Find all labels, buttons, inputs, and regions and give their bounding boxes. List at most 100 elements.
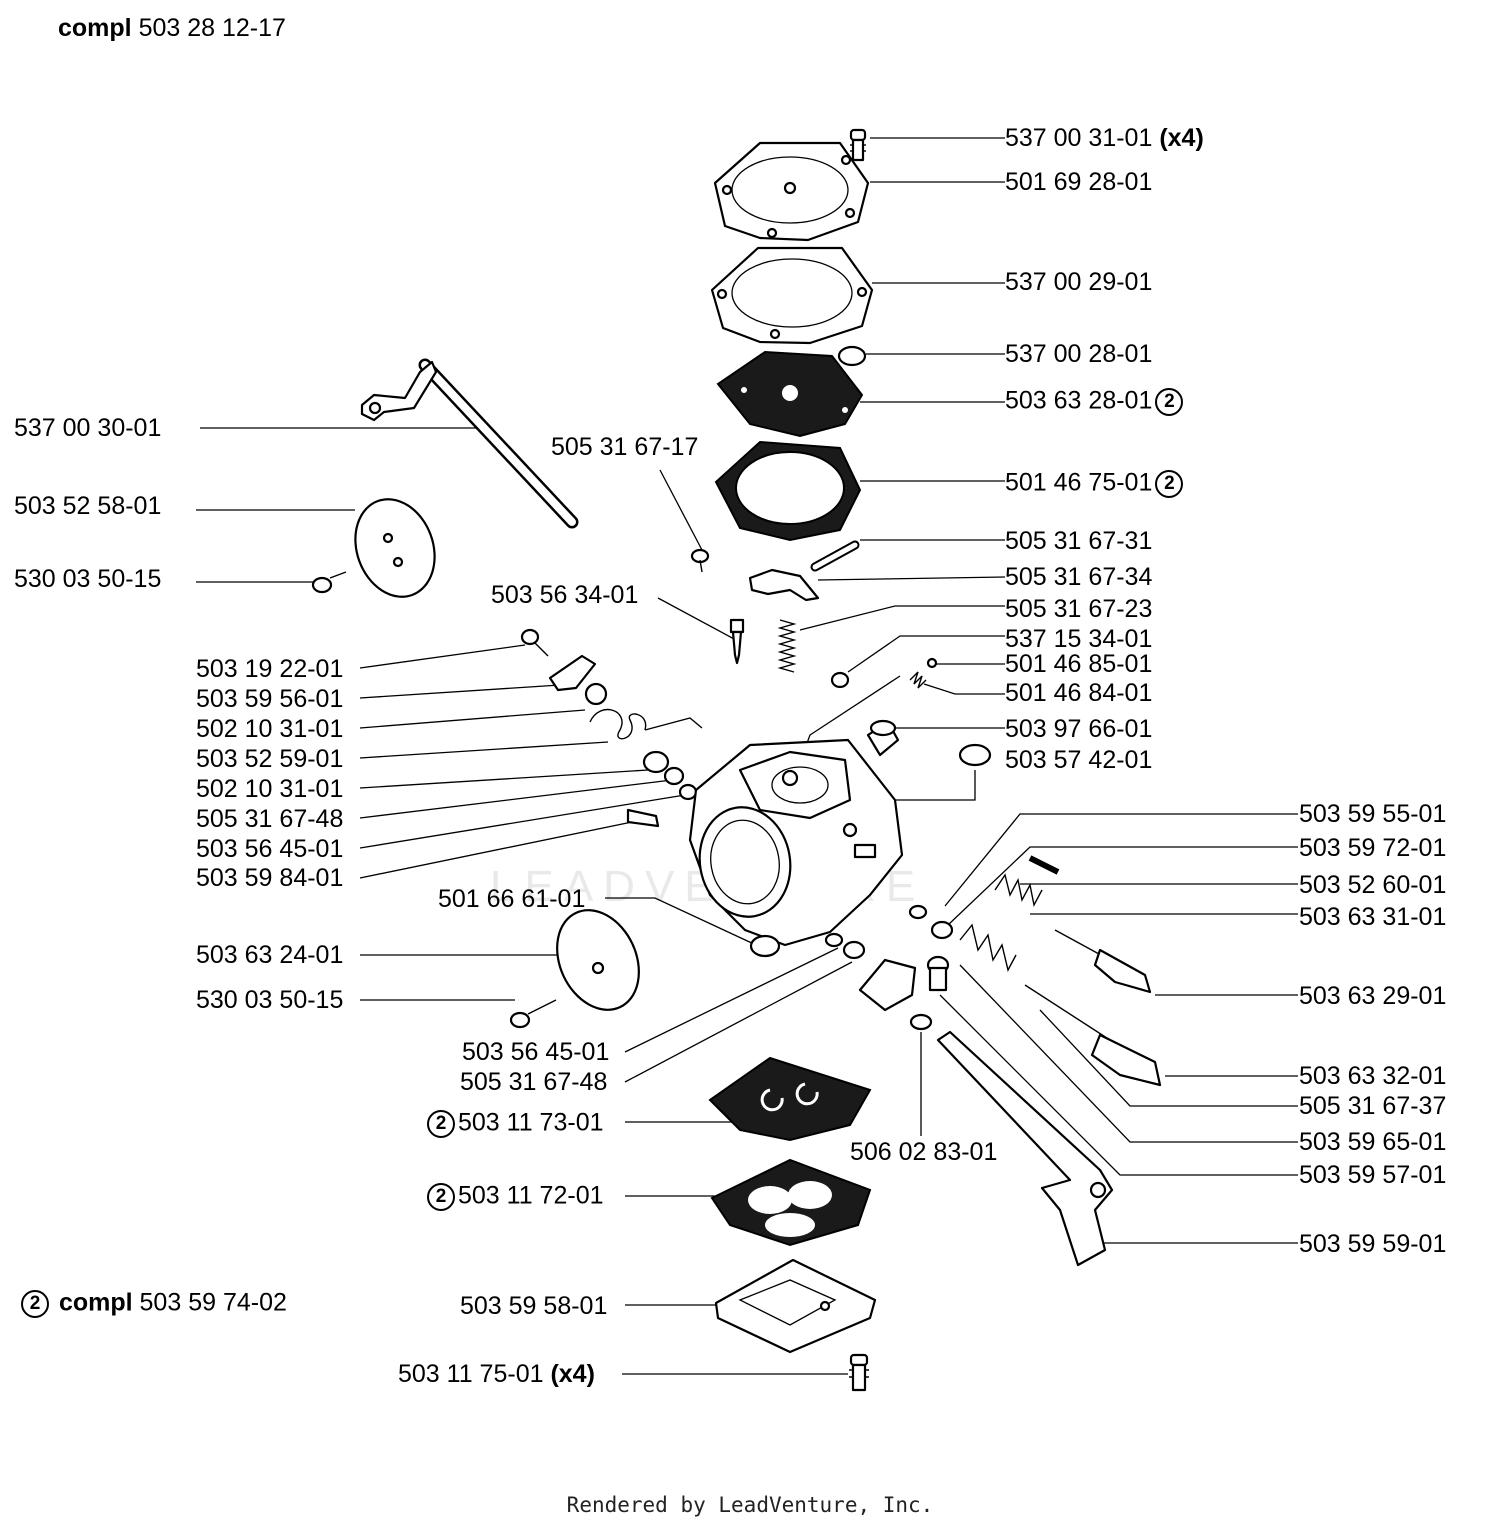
o-ring-lower-icon: [824, 932, 844, 948]
part-label[interactable]: 503 63 31-01: [1299, 903, 1447, 931]
part-label[interactable]: 503 56 45-01: [196, 835, 344, 863]
filter-screen-icon: [866, 719, 900, 757]
part-label[interactable]: 537 00 31-01 (x4): [1005, 124, 1204, 152]
part-label[interactable]: 503 52 60-01: [1299, 871, 1447, 899]
part-label[interactable]: 537 00 30-01: [14, 414, 162, 442]
screw-side-icon: [520, 628, 549, 657]
part-label[interactable]: 537 00 29-01: [1005, 268, 1153, 296]
part-label[interactable]: 501 66 61-01: [438, 885, 586, 913]
kit-marker: 2: [427, 1183, 455, 1211]
part-label[interactable]: 503 52 59-01: [196, 745, 344, 773]
part-label[interactable]: 503 57 42-01: [1005, 746, 1153, 774]
screw-bottom-icon: [849, 1353, 869, 1392]
part-label[interactable]: 505 31 67-37: [1299, 1092, 1447, 1120]
part-label[interactable]: 530 03 50-15: [14, 565, 162, 593]
metering-gasket-icon: [710, 1158, 872, 1247]
part-label[interactable]: 505 31 67-48: [196, 805, 344, 833]
washer-lower-icon: [842, 940, 866, 960]
plug-icon: [830, 671, 850, 689]
kit-marker: 2: [21, 1290, 49, 1318]
part-label[interactable]: 503 52 58-01: [14, 492, 162, 520]
part-label[interactable]: 503 59 59-01: [1299, 1230, 1447, 1258]
throttle-shaft-icon: [360, 358, 579, 529]
kit-legend: 2 compl 503 59 74-02: [18, 1290, 287, 1318]
part-label[interactable]: 503 59 55-01: [1299, 800, 1447, 828]
part-label[interactable]: 503 59 72-01: [1299, 834, 1447, 862]
high-needle-icon: [1054, 929, 1152, 994]
o-ring-icon: [837, 345, 867, 367]
washer-needle-icon: [930, 920, 954, 940]
o-ring-small-icon: [678, 783, 698, 801]
part-label[interactable]: 503 59 58-01: [460, 1292, 608, 1320]
part-label[interactable]: 503 56 45-01: [462, 1038, 610, 1066]
part-label[interactable]: 503 59 57-01: [1299, 1161, 1447, 1189]
screw-lower-icon: [509, 999, 557, 1029]
pump-diaphragm-icon: [716, 350, 864, 438]
choke-spring-icon: [589, 708, 703, 740]
part-label[interactable]: 503 63 24-01: [196, 941, 344, 969]
part-label[interactable]: 501 46 85-01: [1005, 650, 1153, 678]
fitting-icon: [626, 808, 660, 828]
part-label[interactable]: 501 69 28-01: [1005, 168, 1153, 196]
kit-marker: 2: [1155, 388, 1184, 416]
part-label[interactable]: 505 31 67-17: [551, 433, 699, 461]
part-label[interactable]: 503 19 22-01: [196, 655, 344, 683]
washer-icon: [642, 750, 670, 774]
part-label[interactable]: 502 10 31-01: [196, 715, 344, 743]
welch-plug-icon: [749, 934, 781, 958]
pump-gasket-icon: [710, 246, 874, 345]
needle-valve-icon: [729, 618, 745, 665]
part-label[interactable]: 503 97 66-01: [1005, 715, 1153, 743]
part-label[interactable]: 503 63 29-01: [1299, 982, 1447, 1010]
kit-marker: 2: [1155, 470, 1184, 498]
part-label[interactable]: 503 59 56-01: [196, 685, 344, 713]
screw-small-icon: [690, 548, 710, 573]
screw-top-icon: [849, 128, 867, 162]
throttle-valve-icon: [354, 498, 436, 598]
throttle-lever-icon: [936, 1030, 1114, 1267]
part-label[interactable]: 537 00 28-01: [1005, 340, 1153, 368]
seal-ring-icon: [663, 766, 685, 786]
screw-spring-icon: [909, 657, 938, 689]
footer-credit: Rendered by LeadVenture, Inc.: [566, 1493, 934, 1517]
part-label[interactable]: 537 15 34-01: [1005, 625, 1153, 653]
part-label[interactable]: 505 31 67-23: [1005, 595, 1153, 623]
gasket-plate-icon: [714, 440, 862, 542]
needle-spring-upper-icon: [994, 873, 1043, 908]
control-lever-icon: [748, 568, 820, 602]
metering-diaphragm-icon: [708, 1056, 872, 1142]
part-label[interactable]: 506 02 83-01: [850, 1138, 998, 1166]
part-label[interactable]: 503 56 34-01: [491, 581, 639, 609]
low-needle-icon: [1024, 984, 1162, 1087]
assembly-title: compl 503 28 12-17: [58, 14, 286, 43]
choke-lever-icon: [548, 654, 597, 692]
part-label[interactable]: 505 31 67-31: [1005, 527, 1153, 555]
compl-word: compl: [58, 14, 132, 42]
lever-spring-icon: [777, 619, 797, 673]
part-label[interactable]: 503 59 84-01: [196, 864, 344, 892]
o-ring-needle-icon: [908, 904, 928, 920]
choke-valve-icon: [556, 909, 640, 1011]
part-label[interactable]: 503 59 65-01: [1299, 1128, 1447, 1156]
part-label[interactable]: 502 10 31-01: [196, 775, 344, 803]
part-label[interactable]: 503 63 32-01: [1299, 1062, 1447, 1090]
bushing-icon: [584, 682, 608, 706]
part-label[interactable]: 503 11 75-01 (x4): [398, 1360, 595, 1388]
part-label[interactable]: 505 31 67-48: [460, 1068, 608, 1096]
assembly-number: 503 28 12-17: [138, 14, 286, 42]
part-label[interactable]: 505 31 67-34: [1005, 563, 1153, 591]
pin-icon: [1028, 855, 1060, 875]
part-label[interactable]: 530 03 50-15: [196, 986, 344, 1014]
cap-icon: [958, 743, 992, 767]
part-label[interactable]: 501 46 84-01: [1005, 679, 1153, 707]
carburetor-body-icon: [688, 738, 904, 947]
needle-spring-lower-icon: [959, 923, 1017, 972]
screw-icon: [311, 571, 347, 594]
spacer-washer-icon: [909, 1013, 933, 1031]
